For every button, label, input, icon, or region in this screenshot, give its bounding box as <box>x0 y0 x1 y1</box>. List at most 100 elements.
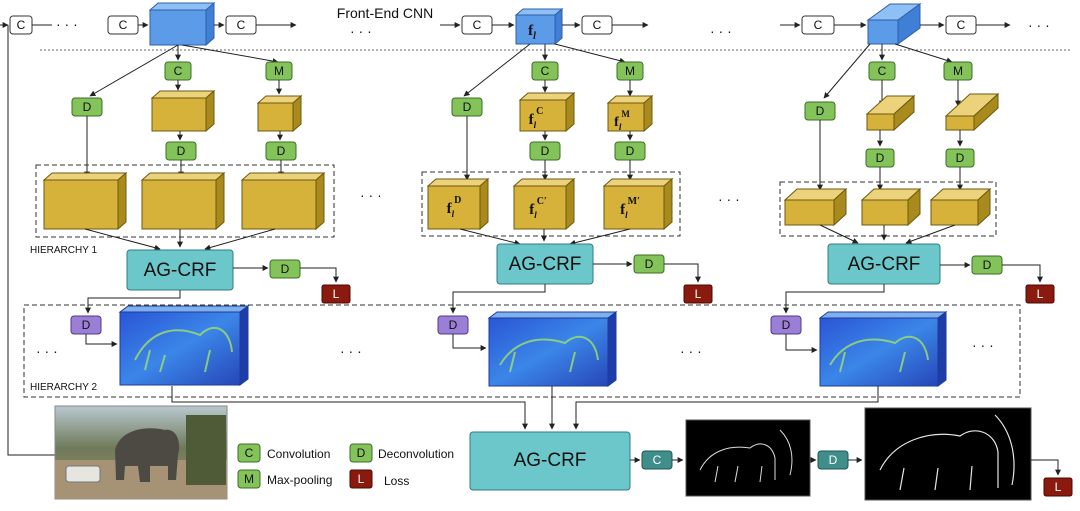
deconv-op-label: D <box>956 151 965 165</box>
deconv-op-label: D <box>626 144 635 158</box>
legend-deconv-text: Deconvolution <box>378 447 454 461</box>
deconv-feature-cube <box>783 187 848 227</box>
hierarchy-2-column-3: D <box>770 284 948 387</box>
feature-flD-cube: flD <box>426 177 490 231</box>
flC-label: flC <box>529 106 544 130</box>
legend-conv-text: Convolution <box>267 447 330 461</box>
conv-op-label: C <box>541 64 550 78</box>
loss-label: L <box>333 287 340 301</box>
conv-op-label: C <box>17 18 26 32</box>
deconv-op-box <box>269 259 301 279</box>
flC-prime-label: flC′ <box>529 196 547 220</box>
loss-label: L <box>1037 287 1044 301</box>
deconv-op-label: D <box>541 144 550 158</box>
h2-to-final-line <box>171 386 528 430</box>
deconv-feature-cube <box>240 171 326 231</box>
ellipsis: · · · <box>718 191 740 207</box>
h2-to-final-line <box>573 386 879 430</box>
hierarchy-1-group <box>779 181 997 237</box>
conv-op-label: C <box>878 64 887 78</box>
legend-conv-swatch <box>237 443 261 463</box>
maxpool-op-label: M <box>625 64 635 78</box>
final-agcrf-block <box>469 431 631 491</box>
loss-box <box>1025 284 1055 304</box>
legend-loss-text: Loss <box>384 474 409 488</box>
conv-feature-cube <box>865 94 916 132</box>
deconv-feature-cube <box>860 187 922 227</box>
deconv-op-label: D <box>876 151 885 165</box>
legend-maxpool-key: M <box>244 472 254 486</box>
ellipsis: · · · <box>350 23 372 39</box>
cnn-feature-cube <box>148 1 216 47</box>
deconv-feature-cube <box>929 187 992 227</box>
hierarchy-2-label: HIERARCHY 2 <box>30 382 97 393</box>
loss-box <box>683 284 713 304</box>
deconv-op-label: D <box>177 144 186 158</box>
ellipsis: · · · <box>972 337 994 353</box>
maxpool-feature-cube <box>256 94 303 133</box>
intermediate-edge-map <box>685 419 811 497</box>
loss-box <box>321 284 351 304</box>
deconv-op-label: D <box>83 100 92 114</box>
flD-label: flD <box>447 195 462 219</box>
legend-loss-key: L <box>358 472 365 486</box>
loss-label: L <box>695 287 702 301</box>
conv-op-label: C <box>593 18 602 32</box>
hierarchy-1-label: HIERARCHY 1 <box>30 245 97 256</box>
deconv-op-label: D <box>281 262 290 276</box>
ellipsis: · · · <box>36 343 58 359</box>
final-conv-label: C <box>653 453 662 467</box>
conv-feature-cube <box>150 89 216 133</box>
front-end-cnn: C · · · C C Front-End CNN · · · C fl <box>0 1 1050 47</box>
fl-label: fl <box>528 23 536 42</box>
deconv-feature-cube <box>140 171 226 231</box>
conv-op-label: C <box>814 18 823 32</box>
legend-deconv-key: D <box>357 446 366 460</box>
feature-flM-prime-cube: flM′ <box>602 177 674 231</box>
conv-op-label: C <box>174 64 183 78</box>
column-3: C M D D D <box>779 43 1055 304</box>
hierarchy-2-column-2: D <box>437 284 618 387</box>
legend-loss-swatch <box>349 469 373 489</box>
conv-op-label: C <box>119 18 128 32</box>
attention-map-volume <box>818 311 948 387</box>
image-input-line <box>7 25 55 456</box>
cnn-feature-cube <box>866 3 922 45</box>
deconv-op-label: D <box>983 258 992 272</box>
deconv-op-label: D <box>449 318 458 332</box>
final-loss-box <box>1043 477 1073 497</box>
agcrf-label: AG-CRF <box>848 254 921 275</box>
legend-deconv-swatch <box>349 443 373 463</box>
maxpool-feature-cube <box>944 92 1000 132</box>
final-edge-map <box>864 407 1032 501</box>
deconv-feature-cube <box>42 171 128 231</box>
deconv-op-label: D <box>816 104 825 118</box>
legend: C Convolution M Max-pooling D Deconvolut… <box>237 443 454 489</box>
feature-flM-cube: flM <box>606 94 654 133</box>
column-1: C M D D D <box>30 44 351 304</box>
hierarchy-2-column-1: D <box>70 290 250 386</box>
agcrf-label: AG-CRF <box>509 254 582 275</box>
ellipsis: · · · <box>340 343 362 359</box>
hierarchy-1-group <box>421 171 681 237</box>
agcrf-label: AG-CRF <box>144 260 217 281</box>
ellipsis: · · · <box>1028 17 1050 33</box>
conv-op-label: C <box>473 18 482 32</box>
conv-op-label: C <box>957 18 966 32</box>
hierarchy-1-group <box>35 164 335 238</box>
deconv-op-label: D <box>645 257 654 271</box>
ellipsis: · · · <box>710 23 732 39</box>
ellipsis: · · · <box>56 16 78 32</box>
deconv-op-label: D <box>277 144 286 158</box>
maxpool-op-label: M <box>274 64 284 78</box>
legend-conv-key: C <box>245 446 254 460</box>
flM-label: flM <box>614 109 630 132</box>
deconv-op-label: D <box>463 100 472 114</box>
final-agcrf-label: AG-CRF <box>514 450 587 471</box>
attention-map-volume <box>487 311 618 387</box>
feature-flC-prime-cube: flC′ <box>512 177 576 231</box>
ellipsis: · · · <box>360 187 382 203</box>
feature-flC-cube: flC <box>518 91 576 133</box>
ellipsis: · · · <box>680 343 702 359</box>
